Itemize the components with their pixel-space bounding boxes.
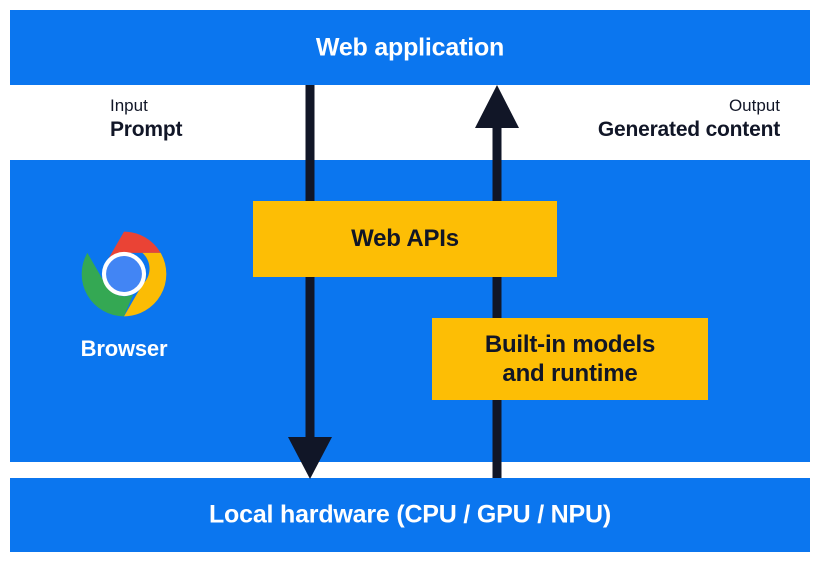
box-web-apis[interactable]: Web APIs bbox=[253, 201, 557, 277]
edge-label-output-value: Generated content bbox=[597, 117, 780, 141]
edge-label-output-kicker: Output bbox=[728, 96, 780, 115]
band-local-hardware: Local hardware (CPU / GPU / NPU) bbox=[10, 478, 810, 552]
box-builtin-models-label: Built-in models and runtime bbox=[484, 330, 656, 389]
edge-label-input: Input Prompt bbox=[110, 96, 183, 142]
band-web-application-label: Web application bbox=[315, 33, 505, 61]
chrome-logo-icon bbox=[81, 231, 167, 317]
box-web-apis-label: Web APIs bbox=[351, 225, 459, 252]
browser-block: Browser bbox=[45, 228, 203, 362]
band-web-application: Web application bbox=[10, 10, 810, 85]
band-local-hardware-label: Local hardware (CPU / GPU / NPU) bbox=[208, 500, 611, 529]
edge-label-input-value: Prompt bbox=[110, 117, 183, 141]
box-builtin-models-line1: Built-in models bbox=[484, 330, 656, 358]
edge-label-input-kicker: Input bbox=[110, 96, 148, 115]
box-builtin-models[interactable]: Built-in models and runtime bbox=[432, 318, 708, 400]
box-builtin-models-line2: and runtime bbox=[502, 360, 638, 387]
browser-label: Browser bbox=[80, 336, 168, 361]
edge-label-output: Output Generated content bbox=[598, 96, 780, 142]
